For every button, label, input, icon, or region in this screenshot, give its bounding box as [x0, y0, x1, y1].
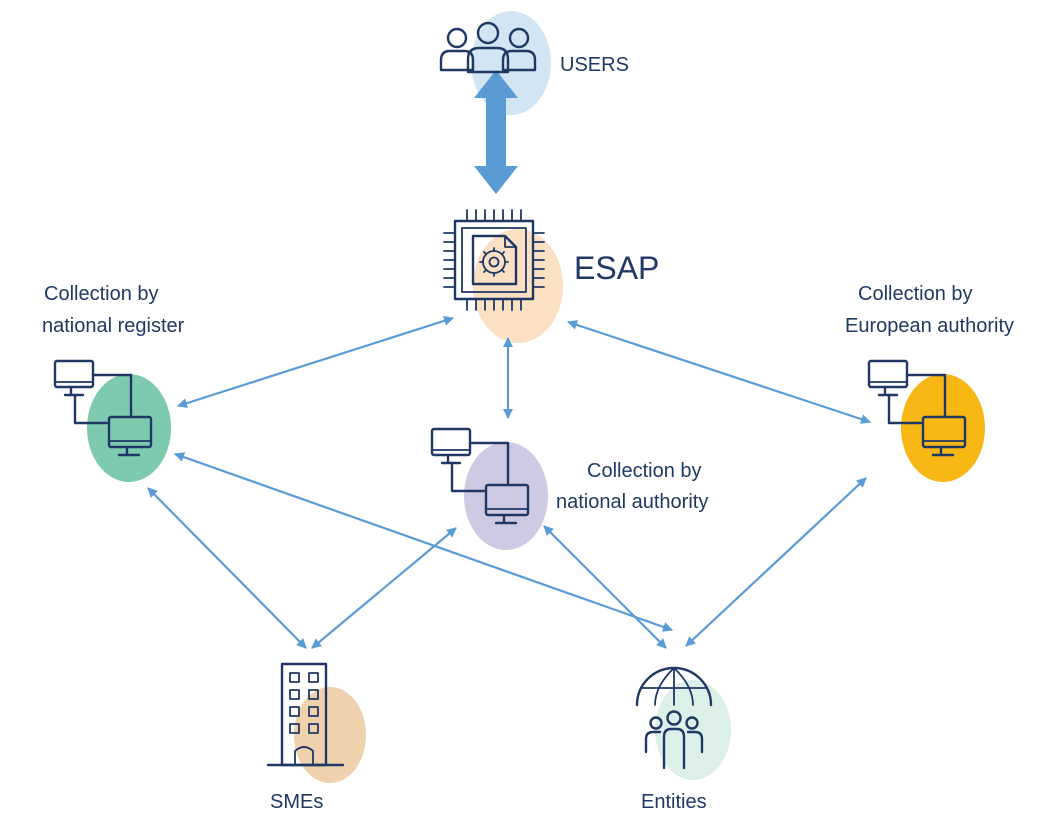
connector-authority-entities — [543, 525, 667, 649]
european-authority-label-line2: European authority — [845, 315, 1014, 337]
esap-circle — [473, 229, 563, 343]
connector-esap-european — [567, 320, 871, 424]
networked-computers-icon-register — [53, 359, 153, 457]
connector-authority-smes — [311, 527, 457, 649]
users-icon — [439, 21, 537, 74]
european-authority-circle — [901, 374, 985, 482]
connector-european-entities — [685, 477, 867, 647]
networked-computers-icon-authority — [430, 427, 530, 525]
national-register-label-line2: national register — [42, 315, 185, 337]
smes-label: SMEs — [270, 791, 323, 813]
users-label: USERS — [560, 54, 629, 76]
connector-register-smes — [147, 487, 307, 649]
networked-computers-icon-european — [867, 359, 967, 457]
globe-people-icon — [635, 666, 713, 770]
national-register-circle — [87, 374, 171, 482]
connector-esap-register — [177, 315, 454, 409]
smes-circle — [294, 687, 366, 783]
users-circle — [471, 11, 551, 115]
esap-label: ESAP — [574, 250, 659, 286]
entities-label: Entities — [641, 791, 707, 813]
national-register-label-line1: Collection by — [44, 283, 159, 305]
users-esap-arrow — [474, 70, 518, 194]
chip-document-gear-icon — [443, 209, 545, 311]
european-authority-label-line1: Collection by — [858, 283, 973, 305]
national-authority-label-line1: Collection by — [587, 460, 702, 482]
office-building-icon — [266, 662, 345, 767]
national-authority-circle — [464, 442, 548, 550]
national-authority-label-line2: national authority — [556, 491, 708, 513]
